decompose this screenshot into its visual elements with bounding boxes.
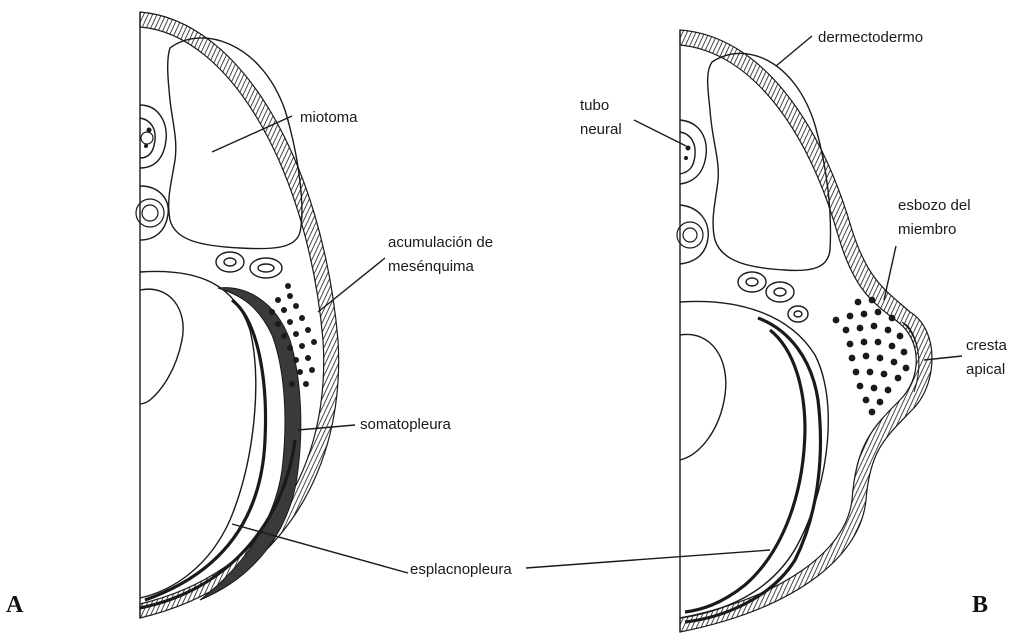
- panel-a-neural-tube: [136, 105, 168, 240]
- label-acumulacion-1: acumulación de: [388, 234, 493, 251]
- label-tubo-1: tubo: [580, 97, 609, 114]
- label-esbozo-2: miembro: [898, 221, 956, 238]
- panel-b-inner-organ: [680, 334, 726, 460]
- label-tubo-2: neural: [580, 121, 622, 138]
- label-acumulacion-2: mesénquima: [388, 258, 475, 275]
- panel-b-leader-dermectodermo: [776, 36, 812, 66]
- panel-b-ectoderm: [680, 30, 932, 632]
- panel-b-leader-esbozo: [884, 246, 896, 300]
- label-esbozo-1: esbozo del: [898, 197, 971, 214]
- panel-label-b: B: [972, 592, 988, 618]
- label-somatopleura: somatopleura: [360, 416, 452, 433]
- label-dermectodermo: dermectodermo: [818, 29, 923, 46]
- panel-a: miotoma acumulación de mesénquima somato…: [6, 12, 493, 618]
- panel-b: dermectodermo tubo neural esbozo del mie…: [580, 29, 1008, 632]
- leader-esplacnopleura-b: [526, 550, 770, 568]
- panel-b-neural-tube: [677, 120, 708, 264]
- panel-a-vessels: [216, 252, 282, 278]
- panel-label-a: A: [6, 592, 24, 618]
- panel-a-coelom: [140, 271, 256, 598]
- panel-b-leader-tubo: [634, 120, 686, 146]
- label-miotoma: miotoma: [300, 109, 358, 126]
- label-cresta-1: cresta: [966, 337, 1008, 354]
- shared-esplacnopleura: esplacnopleura: [232, 524, 770, 578]
- panel-a-inner-organ: [140, 289, 183, 404]
- label-cresta-2: apical: [966, 361, 1005, 378]
- panel-b-vessels: [738, 272, 808, 322]
- label-esplacnopleura: esplacnopleura: [410, 561, 512, 578]
